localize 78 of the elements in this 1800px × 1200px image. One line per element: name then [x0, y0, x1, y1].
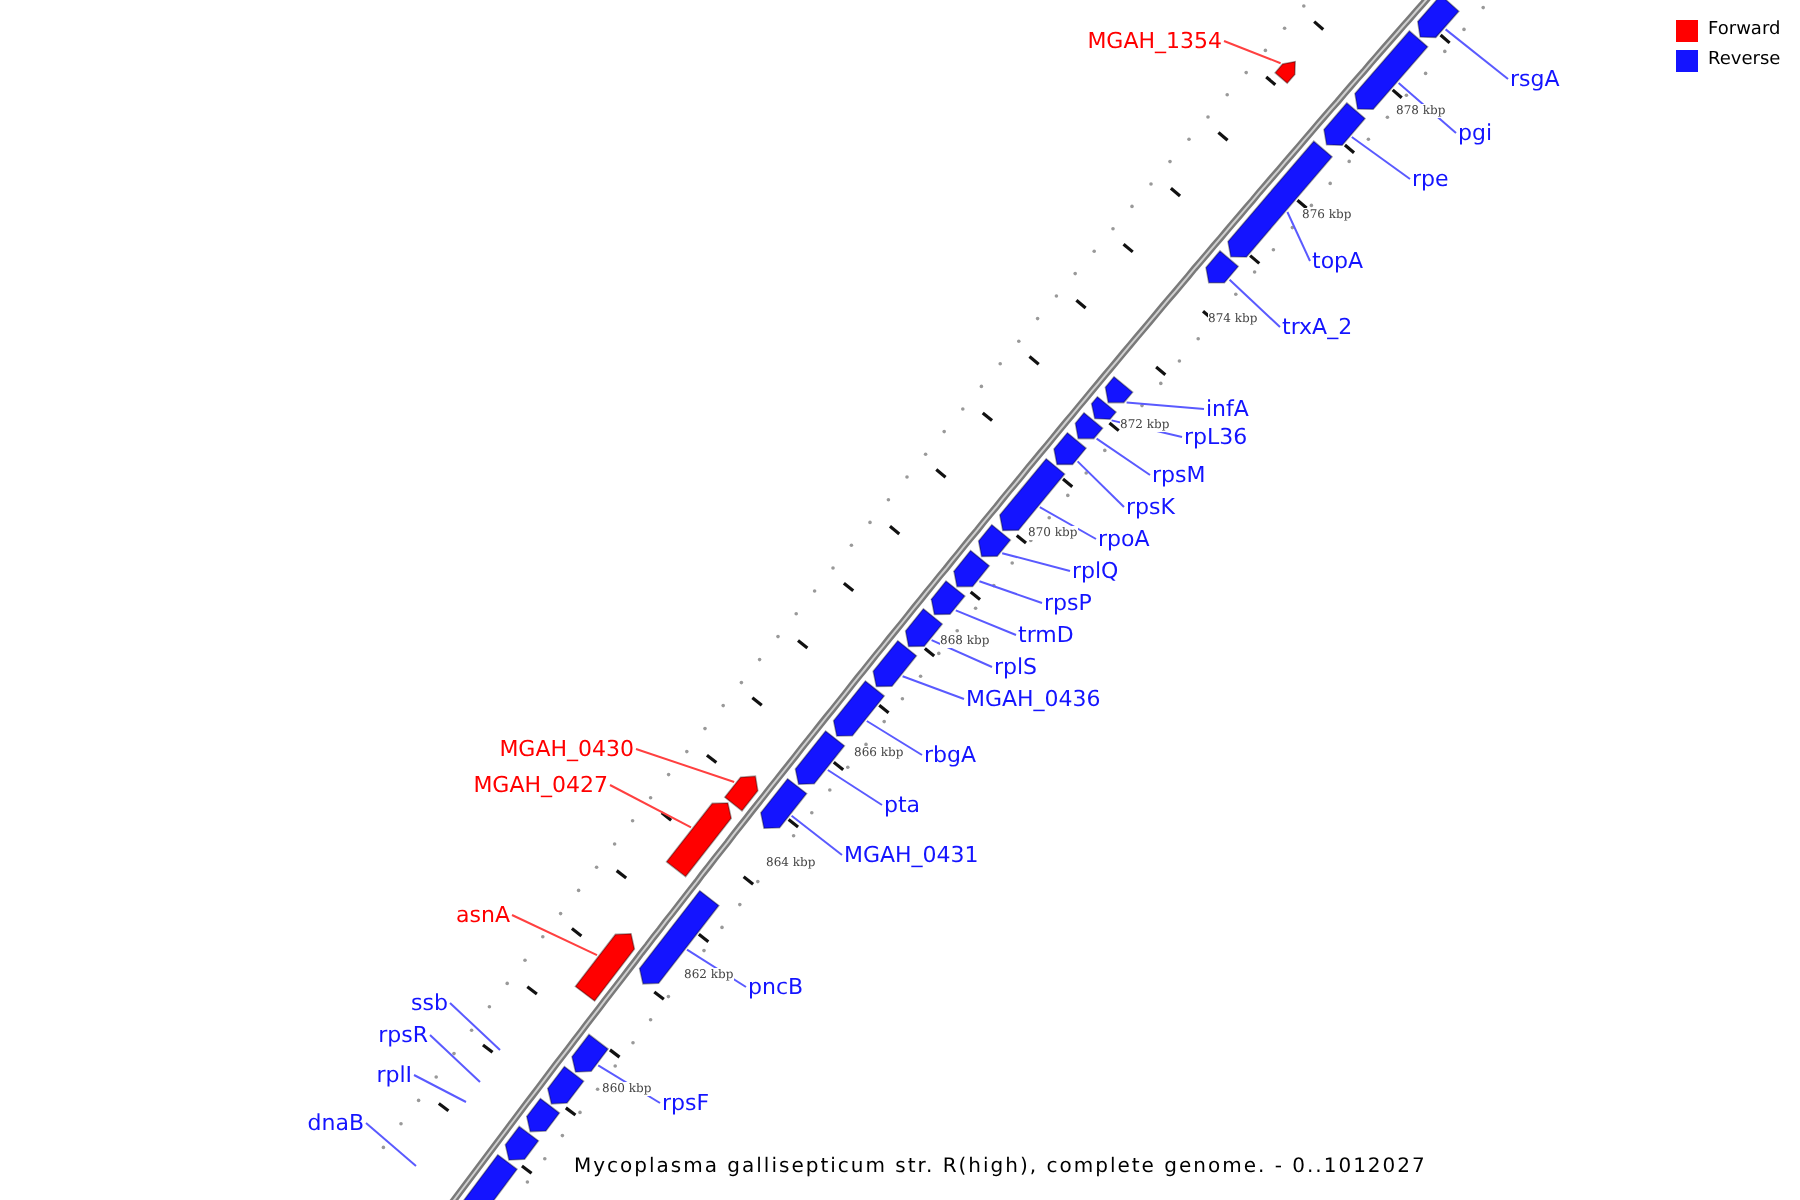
- gene-label: asnA: [456, 902, 510, 928]
- gene-block: [832, 679, 886, 737]
- gene-label: infA: [1206, 396, 1249, 422]
- gene-block: [1416, 0, 1460, 39]
- leader-line: [1125, 401, 1205, 410]
- gene-label: rpsR: [378, 1022, 428, 1048]
- gene-block: [872, 639, 918, 688]
- gene-block: [571, 1033, 610, 1073]
- gene-label: rplQ: [1072, 558, 1119, 584]
- gene-label: pncB: [748, 974, 804, 1000]
- gene-block: [977, 523, 1012, 558]
- gene-block: [794, 729, 846, 785]
- gene-label: rpsM: [1152, 462, 1206, 488]
- gene-label: rpoA: [1098, 526, 1150, 552]
- gene-label: trxA_2: [1282, 314, 1353, 340]
- gene-label: rplS: [994, 654, 1038, 680]
- leader-line: [826, 769, 883, 806]
- gene-label: rsgA: [1510, 66, 1560, 92]
- leader-line: [511, 914, 598, 957]
- gene-block: [953, 549, 991, 588]
- legend-label: Reverse: [1708, 50, 1781, 72]
- gene-block: [1205, 249, 1240, 284]
- leader-line: [413, 1074, 467, 1103]
- legend-label: Forward: [1708, 20, 1781, 42]
- leader-line: [635, 748, 736, 783]
- leader-line: [1444, 28, 1509, 80]
- gene-label: rplI: [376, 1062, 412, 1088]
- gene-block: [1274, 60, 1297, 85]
- gene-label: dnaB: [307, 1110, 364, 1136]
- gene-label: MGAH_0427: [473, 772, 608, 798]
- gene-label: rpsK: [1126, 494, 1175, 520]
- gene-block: [1104, 375, 1134, 404]
- leader-line: [449, 1002, 501, 1051]
- leader-line: [365, 1122, 417, 1167]
- gene-block: [904, 607, 944, 648]
- leader-line: [865, 720, 923, 756]
- gene-label: rpsF: [662, 1090, 710, 1116]
- gene-label: rbgA: [924, 742, 977, 768]
- leader-line: [1076, 460, 1125, 508]
- gene-block: [665, 802, 733, 878]
- gene-label: trmD: [1018, 622, 1074, 648]
- leader-line: [954, 609, 1017, 636]
- leader-line: [1286, 211, 1311, 262]
- leader-line: [790, 814, 843, 856]
- gene-block: [1090, 395, 1118, 420]
- gene-block: [930, 579, 966, 616]
- gene-block: [546, 1065, 585, 1105]
- leader-line: [930, 639, 993, 668]
- gene-block: [1053, 431, 1088, 466]
- gene-label: rpL36: [1184, 424, 1248, 450]
- leader-line: [1038, 506, 1097, 540]
- gene-label: MGAH_1354: [1087, 28, 1222, 54]
- gene-block: [759, 777, 808, 829]
- gene-block: [525, 1097, 561, 1133]
- gene-label: MGAH_0430: [499, 736, 634, 762]
- gene-label: rpsP: [1044, 590, 1092, 616]
- gene-label: topA: [1312, 248, 1364, 274]
- leader-line: [609, 784, 692, 829]
- gene-block: [504, 1125, 540, 1161]
- leader-line: [1001, 552, 1071, 572]
- gene-label: pta: [884, 792, 921, 818]
- leader-line: [429, 1034, 481, 1083]
- gene-label: pgi: [1458, 120, 1493, 146]
- leader-line: [978, 580, 1043, 604]
- caption: Mycoplasma gallisepticum str. R(high), complete genome. - 0..1012027: [574, 1156, 1427, 1178]
- gene-block: [1323, 101, 1367, 146]
- gene-label: ssb: [411, 990, 448, 1016]
- gene-label: rpe: [1412, 166, 1449, 192]
- gene-block: [723, 775, 759, 812]
- leader-line: [1228, 278, 1281, 328]
- gene-label: MGAH_0436: [966, 686, 1101, 712]
- gene-block: [1074, 411, 1104, 440]
- leader-line: [901, 675, 965, 700]
- leader-line: [1095, 437, 1151, 476]
- gene-block: [574, 932, 636, 1003]
- leader-line: [1350, 136, 1411, 180]
- gene-label: MGAH_0431: [844, 842, 979, 868]
- leader-line: [1223, 40, 1282, 65]
